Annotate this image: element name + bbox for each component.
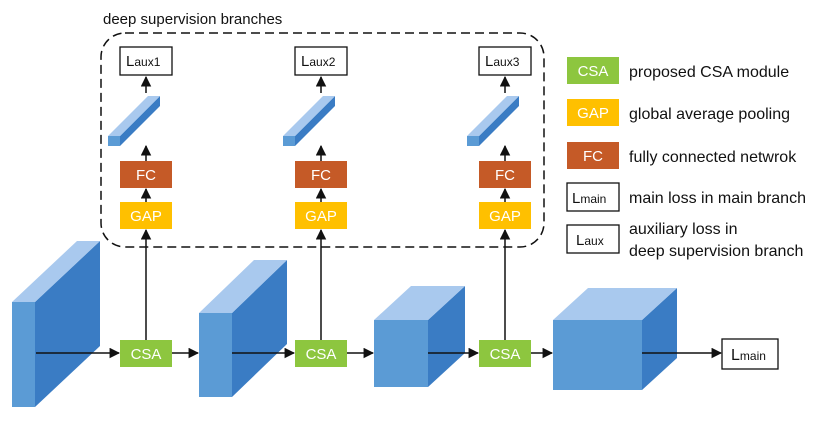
svg-text:GAP: GAP (305, 208, 337, 225)
svg-text:CSA: CSA (131, 346, 162, 363)
legend: CSA proposed CSA module GAP global avera… (566, 57, 806, 260)
svg-text:auxiliary loss in: auxiliary loss in (629, 221, 737, 238)
feature-map-2 (199, 260, 287, 397)
svg-text:CSA: CSA (490, 346, 521, 363)
svg-text:Laux3: Laux3 (485, 53, 520, 70)
legend-lmain: Lmain main loss in main branch (566, 182, 806, 212)
svg-text:Lmain: Lmain (572, 190, 606, 207)
loss-main: Lmain (721, 338, 779, 370)
vector-2 (283, 96, 335, 146)
svg-text:Laux1: Laux1 (126, 53, 161, 70)
svg-text:Laux2: Laux2 (301, 53, 336, 70)
legend-fc: FC fully connected netwrok (567, 142, 797, 169)
gap-block-1: GAP (120, 202, 172, 229)
legend-gap: GAP global average pooling (567, 99, 790, 126)
csa-module-3: CSA (479, 340, 531, 367)
svg-text:main loss in main branch: main loss in main branch (629, 190, 806, 207)
svg-text:FC: FC (495, 167, 515, 184)
svg-text:CSA: CSA (306, 346, 337, 363)
gap-block-2: GAP (295, 202, 347, 229)
legend-laux: Laux auxiliary loss in deep supervision … (566, 221, 803, 260)
csa-module-1: CSA (120, 340, 172, 367)
svg-text:FC: FC (311, 167, 331, 184)
svg-text:global average pooling: global average pooling (629, 106, 790, 123)
feature-map-3 (374, 286, 465, 387)
svg-text:GAP: GAP (130, 208, 162, 225)
csa-module-2: CSA (295, 340, 347, 367)
loss-aux3: Laux3 (478, 46, 532, 76)
loss-aux2: Laux2 (294, 46, 348, 76)
feature-map-1 (12, 241, 100, 407)
svg-text:deep supervision branch: deep supervision branch (629, 243, 803, 260)
fc-block-1: FC (120, 161, 172, 188)
deep-supervision-title: deep supervision branches (103, 11, 282, 28)
svg-text:CSA: CSA (578, 63, 609, 80)
vector-3 (467, 96, 519, 146)
deep-supervision-region (100, 32, 545, 248)
svg-text:FC: FC (583, 148, 603, 165)
svg-text:proposed CSA module: proposed CSA module (629, 64, 789, 81)
svg-text:FC: FC (136, 167, 156, 184)
fc-block-3: FC (479, 161, 531, 188)
vector-1 (108, 96, 160, 146)
svg-text:fully connected netwrok: fully connected netwrok (629, 149, 797, 166)
fc-block-2: FC (295, 161, 347, 188)
loss-aux1: Laux1 (119, 46, 173, 76)
legend-csa: CSA proposed CSA module (567, 57, 789, 84)
svg-text:GAP: GAP (489, 208, 521, 225)
gap-block-3: GAP (479, 202, 531, 229)
svg-text:Lmain: Lmain (731, 347, 766, 364)
svg-text:Laux: Laux (576, 232, 604, 249)
feature-map-4 (553, 288, 677, 390)
svg-text:GAP: GAP (577, 105, 609, 122)
